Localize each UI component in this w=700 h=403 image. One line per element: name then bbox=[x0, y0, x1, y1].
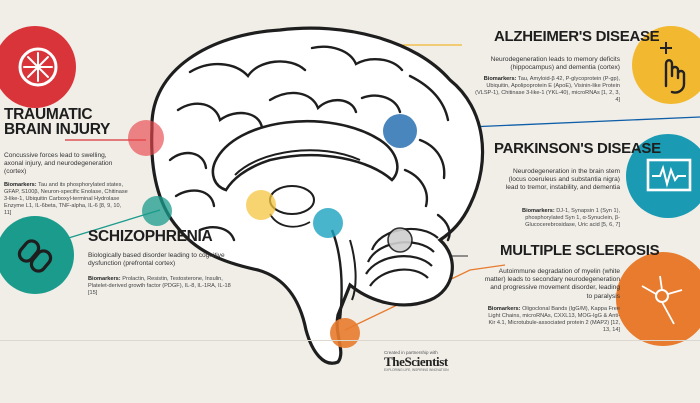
ms-region-marker bbox=[330, 318, 360, 348]
tbi-region-marker bbox=[128, 120, 164, 156]
parkinsons-biomarkers: Biomarkers: DJ-1, Synapsin 1 (Syn 1), ph… bbox=[486, 208, 620, 229]
parkinsons-biomarkers-label: Biomarkers: bbox=[522, 208, 555, 214]
ms-biomarkers-label: Biomarkers: bbox=[487, 306, 521, 312]
alzheimers-biomarkers-label: Biomarkers: bbox=[483, 76, 517, 82]
brain-outline bbox=[150, 26, 485, 365]
schizophrenia-biomarkers: Biomarkers: Prolactin, Resistin, Testost… bbox=[88, 276, 236, 297]
tbi-title-line2: BRAIN INJURY bbox=[4, 121, 111, 138]
schizophrenia-title: SCHIZOPHRENIA bbox=[88, 228, 213, 245]
schizophrenia-description: Biologically based disorder leading to c… bbox=[88, 252, 225, 268]
alzheimers-title: ALZHEIMER'S DISEASE bbox=[494, 28, 660, 45]
schizophrenia-biomarkers-label: Biomarkers: bbox=[88, 276, 121, 282]
ms-description: Autoimmune degradation of myelin (white … bbox=[484, 268, 620, 300]
schizophrenia-biomarkers-list: Prolactin, Resistin, Testosterone, Insul… bbox=[88, 276, 231, 296]
parkinsons-region-marker bbox=[383, 114, 417, 148]
neuron-icon bbox=[616, 252, 700, 346]
alzheimers-biomarkers-list: Tau, Amyloid-β 42, P-glycoprotein (P-gp)… bbox=[475, 76, 620, 103]
tbi-title-line1: TRAUMATIC bbox=[4, 106, 93, 123]
alzheimers-description: Neurodegeneration leads to memory defici… bbox=[490, 56, 620, 72]
alzheimers-region-marker bbox=[246, 190, 276, 220]
credit-block: Created in partnership with TheScientist… bbox=[384, 350, 464, 372]
ms-biomarkers-list: Oligoclonal Bands (IgG/M), Kappa Free Li… bbox=[488, 306, 620, 333]
hand-touch-icon bbox=[632, 26, 700, 104]
parkinsons-biomarkers-list: DJ-1, Synapsin 1 (Syn 1), phosphorylated… bbox=[525, 208, 620, 228]
alzheimers-biomarkers: Biomarkers: Tau, Amyloid-β 42, P-glycopr… bbox=[474, 76, 620, 104]
parkinsons-title: PARKINSON'S DISEASE bbox=[494, 140, 661, 157]
footer-divider bbox=[0, 340, 700, 341]
credit-prefix: Created in partnership with bbox=[384, 350, 438, 355]
credit-tagline: EXPLORING LIFE, INSPIRING INNOVATION bbox=[384, 368, 449, 372]
tbi-biomarkers-label: Biomarkers: bbox=[4, 182, 37, 188]
brain-injury-icon bbox=[0, 26, 76, 108]
tbi-title: TRAUMATIC BRAIN INJURY bbox=[4, 106, 111, 138]
ms-title: MULTIPLE SCLEROSIS bbox=[500, 242, 660, 259]
monitor-tremor-icon bbox=[626, 134, 700, 218]
tbi-biomarkers: Biomarkers: Tau and its phosphorylated s… bbox=[4, 182, 130, 217]
tbi-description: Concussive forces lead to swelling, axon… bbox=[4, 152, 113, 176]
credit-brand: TheScientist bbox=[384, 354, 448, 369]
parkinsons-stem-marker bbox=[313, 208, 343, 238]
ms-biomarkers: Biomarkers: Oligoclonal Bands (IgG/M), K… bbox=[484, 306, 620, 334]
schizophrenia-region-marker bbox=[142, 196, 172, 226]
parkinsons-description: Neurodegeneration in the brain stem (loc… bbox=[505, 168, 620, 192]
tbi-biomarkers-list: Tau and its phosphorylated states, GFAP,… bbox=[4, 182, 128, 216]
broken-chain-icon bbox=[0, 216, 74, 294]
